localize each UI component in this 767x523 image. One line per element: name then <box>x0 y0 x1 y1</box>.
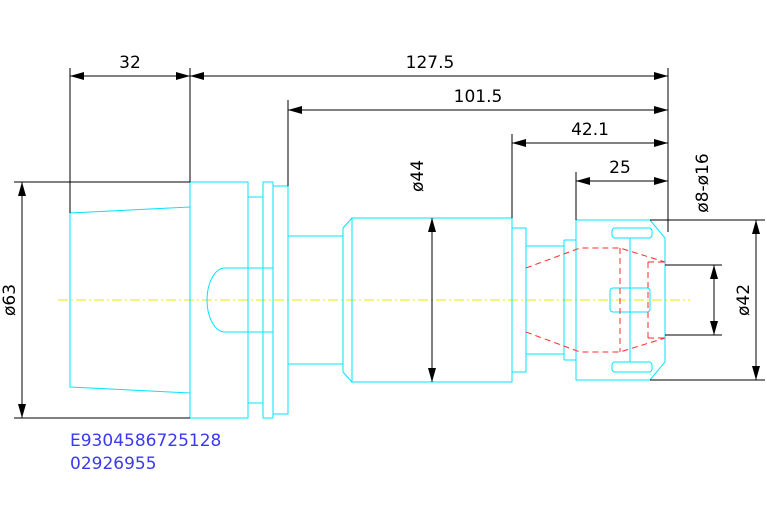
tool-holder-outline <box>69 181 666 419</box>
nut-slot-bottom <box>611 361 653 373</box>
drive-slot <box>206 267 248 333</box>
dimension-127-5: 127.5 <box>190 53 669 232</box>
dimension-101-5-label: 101.5 <box>454 87 503 107</box>
dimension-25: 25 <box>575 158 668 220</box>
dimension-diameter-44-label: ø44 <box>408 160 428 192</box>
dimension-42-1: 42.1 <box>511 120 668 218</box>
collet-hidden-bottom <box>525 331 666 353</box>
dimension-diameter-63-label: ø63 <box>0 284 20 316</box>
dimension-diameter-63: ø63 <box>0 181 190 419</box>
dimension-clamping-range-label: ø8-ø16 <box>693 153 713 212</box>
order-number: 02926955 <box>70 454 157 474</box>
collet-hidden-lines <box>525 247 666 353</box>
dimension-25-label: 25 <box>609 158 631 178</box>
dimension-diameter-42-label: ø42 <box>734 284 754 316</box>
dimension-32: 32 <box>69 53 191 213</box>
dimension-101-5: 101.5 <box>287 87 668 186</box>
nut-slot-top <box>611 227 653 239</box>
dimension-diameter-42: ø42 <box>650 219 765 381</box>
dimension-clamping-range: ø8-ø16 <box>665 153 722 336</box>
dimension-32-label: 32 <box>119 53 141 73</box>
dimension-127-5-label: 127.5 <box>406 53 455 73</box>
part-number: E9304586725128 <box>70 431 221 451</box>
collet-hidden-top <box>525 247 666 269</box>
dimension-42-1-label: 42.1 <box>571 120 609 140</box>
dimension-diameter-44: ø44 <box>408 160 436 382</box>
